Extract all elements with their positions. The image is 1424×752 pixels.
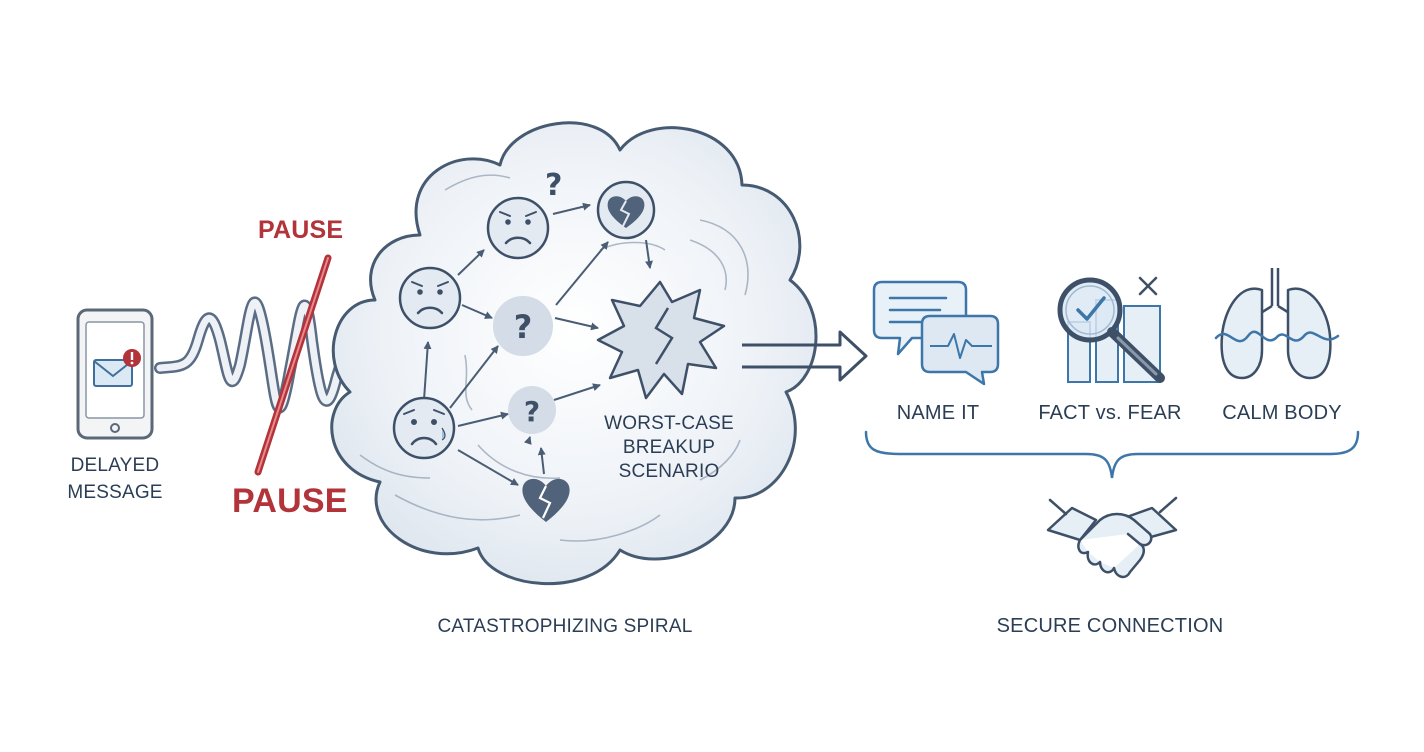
lungs-icon	[1214, 268, 1340, 380]
pause-label-top: PAUSE	[258, 216, 344, 244]
catastrophizing-cloud	[330, 121, 818, 586]
worst-case-line1: WORST-CASE	[604, 413, 734, 434]
magnifier-check-icon	[1057, 276, 1165, 383]
question-mark-icon: ?	[545, 168, 562, 203]
delayed-message-line2: MESSAGE	[67, 482, 163, 503]
worst-case-label: WORST-CASE BREAKUP SCENARIO	[574, 412, 764, 484]
transition-arrow	[742, 330, 868, 382]
phone-with-message-alert-icon	[76, 308, 154, 440]
delayed-message-line1: DELAYED	[70, 455, 160, 476]
svg-text:?: ?	[514, 308, 533, 346]
worst-case-line2: BREAKUP	[622, 437, 716, 458]
question-mark-icon: ?	[508, 386, 556, 434]
envelope-icon	[93, 359, 133, 387]
explosion-burst-icon	[596, 280, 726, 400]
strategies-brace	[864, 430, 1360, 479]
pause-label-bottom: PAUSE	[232, 482, 348, 520]
svg-text:?: ?	[524, 395, 540, 428]
sad-face-icon	[486, 196, 550, 260]
catastrophizing-spiral-label: CATASTROPHIZING SPIRAL	[437, 616, 693, 637]
thought-arrows	[423, 202, 653, 486]
broken-heart-icon	[522, 478, 570, 522]
worst-case-line3: SCENARIO	[618, 461, 720, 482]
alert-badge-icon	[123, 349, 141, 367]
secure-connection-label: SECURE CONNECTION	[996, 615, 1224, 637]
calm-body-label: CALM BODY	[1222, 402, 1342, 424]
fact-vs-fear-label: FACT vs. FEAR	[1038, 402, 1182, 424]
name-it-label: NAME IT	[896, 402, 980, 424]
sad-face-icon	[398, 266, 462, 330]
worried-face-icon	[392, 396, 456, 460]
question-mark-icon: ?	[493, 296, 553, 356]
handshake-icon	[1046, 496, 1178, 579]
broken-heart-icon	[596, 180, 656, 240]
delayed-message-label: DELAYED MESSAGE	[40, 452, 190, 506]
speech-bubbles-icon	[872, 280, 1000, 386]
